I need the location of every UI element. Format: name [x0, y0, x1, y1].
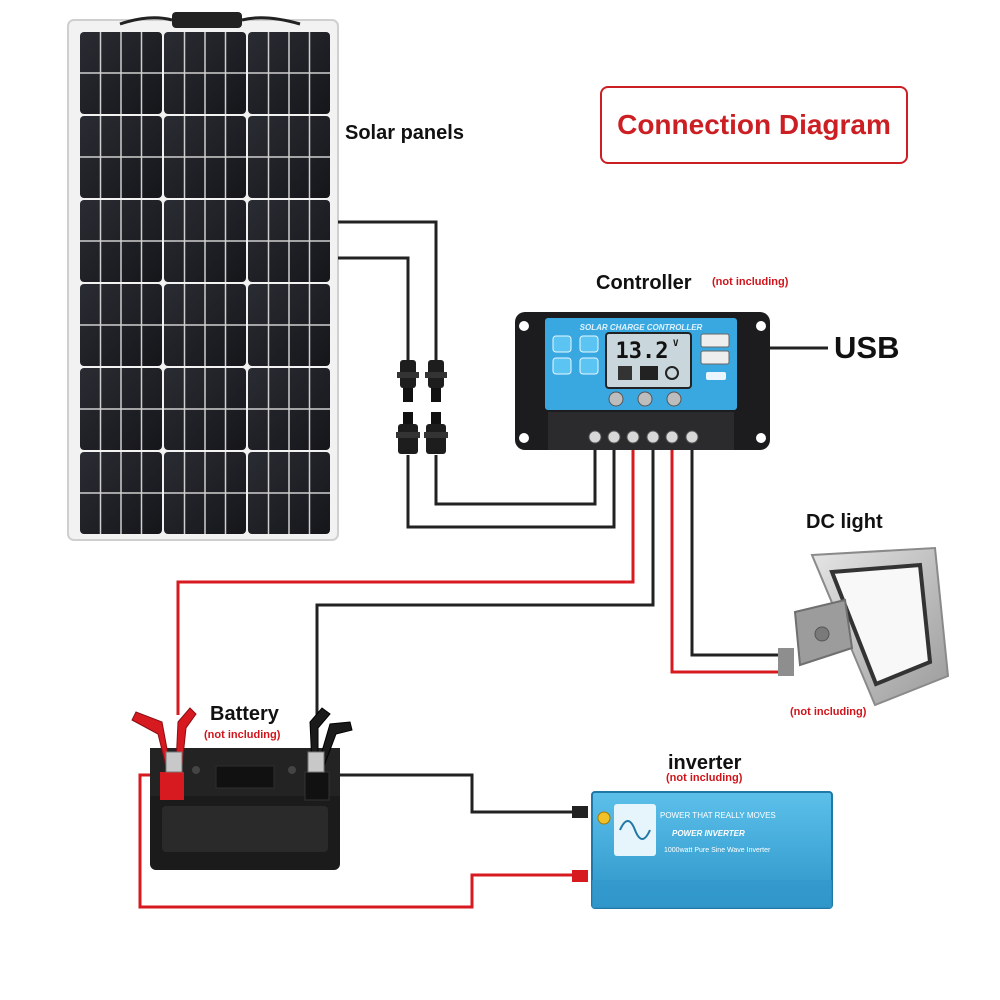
usb-label: USB: [834, 330, 900, 365]
wire-battery-to-inverter-negative: [325, 773, 580, 814]
controller-lcd-unit: V: [673, 339, 679, 349]
battery-cap: [288, 766, 296, 774]
solar-lead-left: [119, 16, 173, 26]
diagram-title-box: Connection Diagram: [600, 86, 908, 164]
wire-connector-b-to-controller: [406, 450, 616, 529]
dc-light-note: (not including): [790, 706, 867, 718]
controller-icon: [552, 357, 572, 375]
battery-front-panel: [162, 806, 328, 852]
controller-icon: [579, 357, 599, 375]
inverter-indicator-light: [597, 811, 611, 825]
battery-positive-terminal: [160, 772, 184, 800]
inverter-spec: 1000watt Pure Sine Wave Inverter: [664, 847, 771, 854]
controller-button-left[interactable]: [608, 391, 624, 407]
battery-label-panel: [215, 765, 275, 789]
lcd-battery-icon: [640, 366, 658, 380]
controller-label: Controller: [596, 272, 692, 294]
inverter-slogan: POWER THAT REALLY MOVES: [660, 811, 776, 820]
controller-mount-hole: [756, 321, 766, 331]
battery-label: Battery: [210, 703, 279, 725]
mc4-connector-female-right: [424, 412, 448, 454]
inverter-note: (not including): [666, 772, 743, 784]
controller-terminal-block: [548, 412, 734, 450]
battery-note: (not including): [204, 729, 281, 741]
controller-terminal-screw: [626, 430, 640, 444]
mc4-connector-male-left: [397, 360, 419, 402]
inverter-positive-terminal: [572, 870, 588, 882]
inverter-label: inverter: [668, 752, 742, 774]
mc4-connector-male-right: [425, 360, 447, 402]
inverter-brand: POWER INVERTER: [672, 829, 745, 838]
battery-cap: [192, 766, 200, 774]
wire-controller-to-light-positive: [670, 450, 790, 674]
wire-solar-to-connector-b: [338, 256, 410, 362]
controller-icon: [579, 335, 599, 353]
mc4-connector-female-left: [396, 412, 420, 454]
usb-port: [700, 350, 730, 365]
controller-terminal-screw: [685, 430, 699, 444]
usb-port: [700, 333, 730, 348]
wires: [138, 220, 828, 909]
controller-terminals: [588, 430, 699, 444]
wire-controller-to-battery-negative: [315, 450, 655, 715]
solar-cell-grid: [80, 32, 330, 534]
solar-lead-right: [241, 16, 301, 26]
solar-junction-box: [172, 12, 242, 28]
controller-panel-text: SOLAR CHARGE CONTROLLER: [580, 323, 703, 332]
floodlight-stem: [778, 648, 794, 676]
floodlight-lens: [829, 562, 933, 687]
controller-terminal-screw: [588, 430, 602, 444]
sine-wave-icon: [619, 820, 651, 840]
controller-button-right[interactable]: [666, 391, 682, 407]
dc-floodlight: [778, 546, 950, 707]
wire-solar-to-connector-a: [338, 220, 438, 362]
lcd-solar-icon: [618, 366, 632, 380]
controller-mount-hole: [519, 433, 529, 443]
solar-panels-label: Solar panels: [345, 122, 464, 144]
controller-note: (not including): [712, 276, 789, 288]
lcd-bulb-icon: [665, 366, 679, 380]
mc4-connectors: [396, 360, 448, 454]
red-alligator-clip: [131, 707, 197, 773]
controller-terminal-screw: [665, 430, 679, 444]
power-inverter: POWER THAT REALLY MOVES POWER INVERTER 1…: [572, 791, 833, 909]
inverter-negative-terminal: [572, 806, 588, 818]
controller-lcd-value: 13.2: [616, 339, 669, 364]
wire-connector-a-to-controller: [434, 450, 597, 506]
diagram-title: Connection Diagram: [617, 109, 891, 140]
charge-controller: SOLAR CHARGE CONTROLLER 13.2 V: [515, 312, 770, 450]
wire-controller-to-light-negative: [690, 450, 790, 657]
wire-controller-to-battery-positive: [176, 450, 635, 715]
controller-mount-hole: [519, 321, 529, 331]
controller-mount-hole: [756, 433, 766, 443]
dc-light-label: DC light: [806, 511, 883, 533]
floodlight-bolt: [814, 626, 830, 642]
controller-terminal-screw: [646, 430, 660, 444]
battery-negative-terminal: [304, 771, 330, 801]
inverter-heatsink: [592, 880, 832, 908]
controller-icon: [552, 335, 572, 353]
controller-button-middle[interactable]: [637, 391, 653, 407]
usb-port-label: [706, 372, 726, 380]
solar-panel: [67, 12, 339, 541]
controller-terminal-screw: [607, 430, 621, 444]
black-alligator-clip: [307, 707, 353, 773]
wire-battery-to-inverter-positive: [138, 773, 580, 909]
